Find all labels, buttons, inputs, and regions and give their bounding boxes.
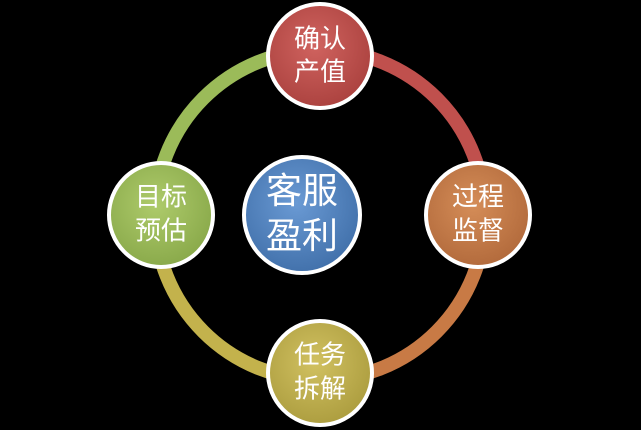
node-left-label-line1: 目标	[135, 183, 187, 213]
center-label-line2: 盈利	[266, 216, 338, 257]
node-left: 目标 预估	[107, 161, 215, 269]
node-left-label-line2: 预估	[135, 217, 187, 247]
node-right-label-line2: 监督	[452, 217, 504, 247]
center-label-line1: 客服	[266, 171, 338, 212]
node-top: 确认 产值	[266, 2, 374, 110]
node-bottom-label-line1: 任务	[294, 341, 346, 371]
node-bottom: 任务 拆解	[266, 319, 374, 427]
node-top-label-line2: 产值	[294, 58, 346, 88]
center-node: 客服 盈利	[242, 155, 362, 275]
node-right: 过程 监督	[424, 161, 532, 269]
node-right-label-line1: 过程	[452, 183, 504, 213]
node-bottom-label-line2: 拆解	[294, 375, 346, 405]
node-top-label-line1: 确认	[294, 25, 346, 55]
